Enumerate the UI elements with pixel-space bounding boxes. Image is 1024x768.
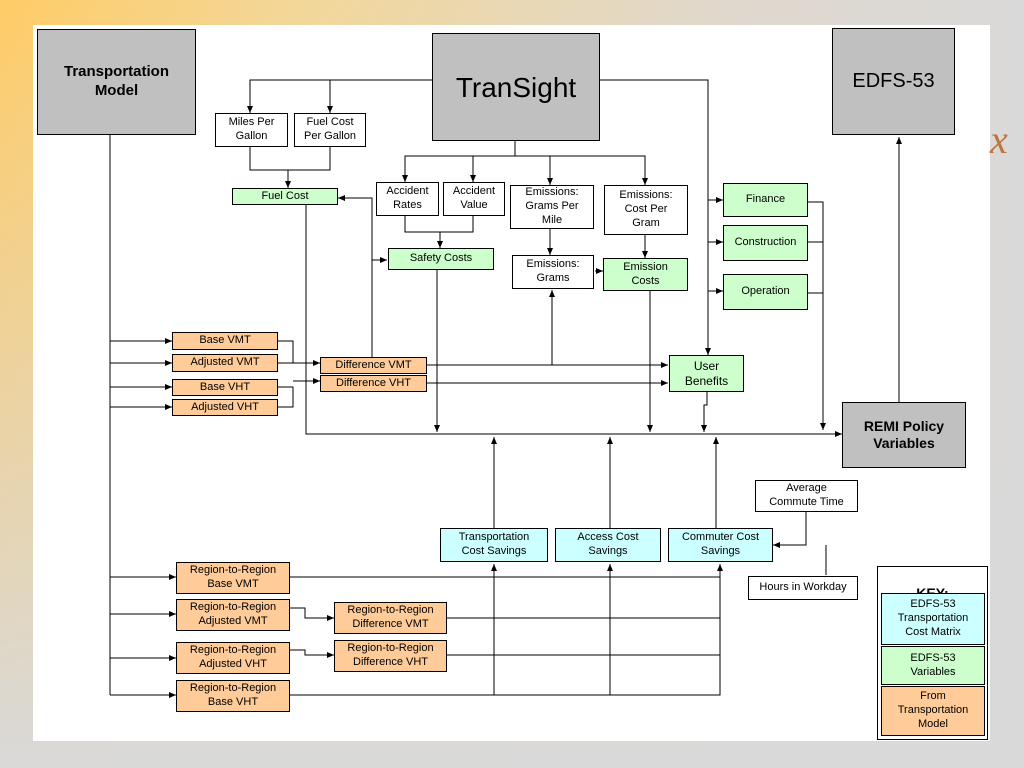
difference-vmt-box: Difference VMT: [320, 357, 427, 374]
base-vmt-box: Base VMT: [172, 332, 278, 350]
difference-vht-box: Difference VHT: [320, 375, 427, 392]
fuel-cost-per-gallon-box: Fuel Cost Per Gallon: [294, 113, 366, 147]
commuter-cost-savings-box: Commuter Cost Savings: [668, 528, 773, 562]
r2r-adjusted-vmt-box: Region-to-Region Adjusted VMT: [176, 599, 290, 631]
transportation-cost-savings-box: Transportation Cost Savings: [440, 528, 548, 562]
legend-green-swatch: EDFS-53 Variables: [881, 646, 985, 685]
miles-per-gallon-box: Miles Per Gallon: [215, 113, 288, 147]
edfs53-box: EDFS-53: [832, 28, 955, 135]
emission-costs-box: Emission Costs: [603, 258, 688, 291]
accident-rates-box: Accident Rates: [376, 182, 439, 216]
construction-box: Construction: [723, 225, 808, 261]
r2r-adjusted-vht-box: Region-to-Region Adjusted VHT: [176, 642, 290, 674]
r2r-base-vht-box: Region-to-Region Base VHT: [176, 680, 290, 712]
legend-cyan-swatch: EDFS-53 Transportation Cost Matrix: [881, 593, 985, 645]
adjusted-vmt-box: Adjusted VMT: [172, 354, 278, 372]
average-commute-time-box: Average Commute Time: [755, 480, 858, 512]
safety-costs-box: Safety Costs: [388, 248, 494, 270]
adjusted-vht-box: Adjusted VHT: [172, 399, 278, 416]
user-benefits-box: User Benefits: [669, 355, 744, 392]
access-cost-savings-box: Access Cost Savings: [555, 528, 661, 562]
r2r-base-vmt-box: Region-to-Region Base VMT: [176, 562, 290, 594]
emissions-grams-box: Emissions: Grams: [512, 255, 594, 289]
legend-orange-swatch: From Transportation Model: [881, 686, 985, 736]
fuel-cost-box: Fuel Cost: [232, 188, 338, 205]
r2r-difference-vmt-box: Region-to-Region Difference VMT: [334, 602, 447, 634]
transportation-model-box: Transportation Model: [37, 29, 196, 135]
emissions-grams-per-mile-box: Emissions: Grams Per Mile: [510, 185, 594, 229]
emissions-cost-per-gram-box: Emissions: Cost Per Gram: [604, 185, 688, 235]
r2r-difference-vht-box: Region-to-Region Difference VHT: [334, 640, 447, 672]
operation-box: Operation: [723, 274, 808, 310]
accident-value-box: Accident Value: [443, 182, 505, 216]
base-vht-box: Base VHT: [172, 379, 278, 396]
side-glyph: x: [990, 117, 1008, 162]
transight-box: TranSight: [432, 33, 600, 141]
remi-policy-variables-box: REMI Policy Variables: [842, 402, 966, 468]
hours-in-workday-box: Hours in Workday: [748, 576, 858, 600]
finance-box: Finance: [723, 183, 808, 217]
